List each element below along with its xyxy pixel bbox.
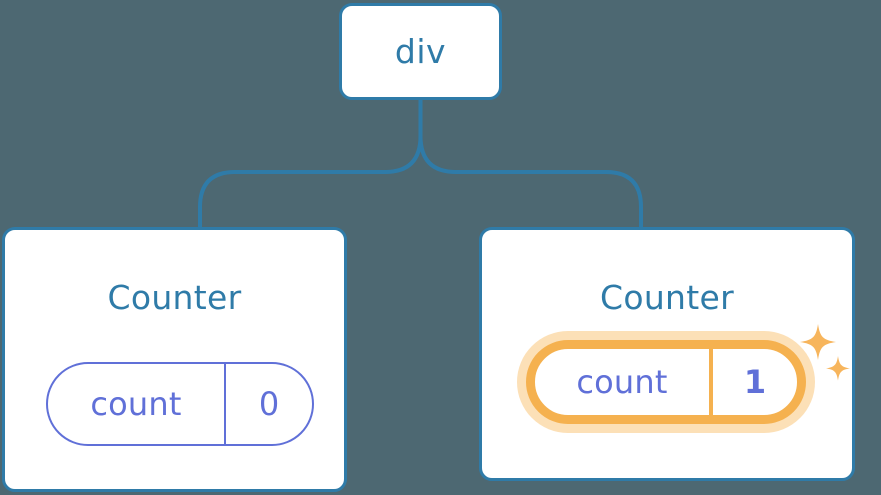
state-pill-key: count (535, 349, 713, 415)
root-node-div[interactable]: div (339, 3, 502, 100)
state-pill-wrapper: count 1 (526, 340, 806, 424)
state-pill-value: 0 (226, 364, 312, 444)
state-key-label: count (90, 385, 182, 423)
state-value-label: 0 (258, 385, 280, 423)
state-pill-key: count (48, 364, 226, 444)
state-pill-wrapper: count 0 (46, 362, 314, 446)
component-title: Counter (107, 278, 242, 317)
component-title: Counter (600, 278, 734, 317)
component-card-counter-right[interactable]: Counter count 1 (479, 227, 855, 481)
root-node-label: div (394, 32, 447, 71)
connector-left (198, 98, 423, 231)
state-pill-value: 1 (713, 349, 797, 415)
component-card-counter-left[interactable]: Counter count 0 (2, 227, 347, 492)
state-pill-count-highlighted[interactable]: count 1 (526, 340, 806, 424)
connector-right (418, 98, 643, 231)
state-value-label: 1 (743, 363, 767, 401)
state-key-label: count (576, 363, 668, 401)
state-pill-count[interactable]: count 0 (46, 362, 314, 446)
